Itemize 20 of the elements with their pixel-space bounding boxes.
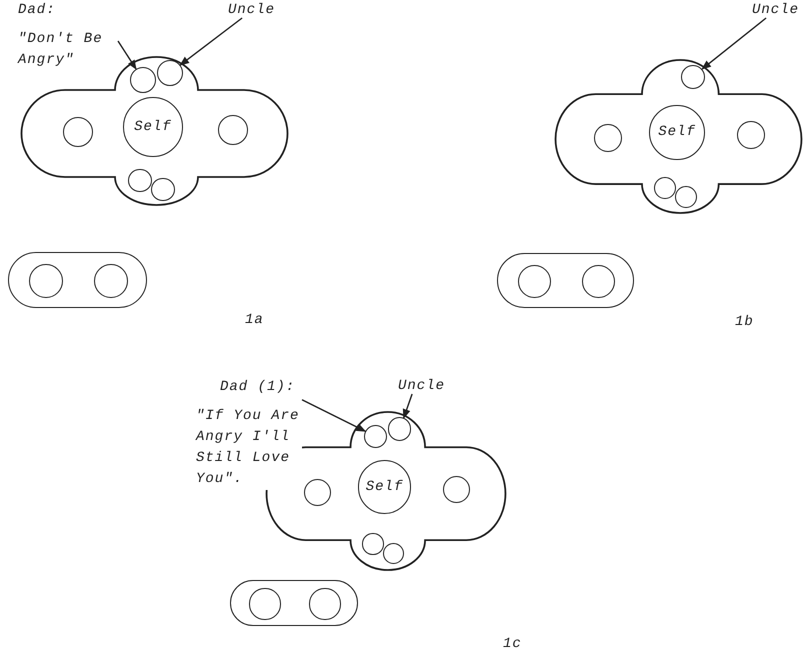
annotation-label: Uncle xyxy=(398,378,446,394)
leader-arrow xyxy=(179,17,243,66)
leader-arrow xyxy=(117,40,137,70)
leader-arrow xyxy=(302,399,366,432)
circle xyxy=(518,264,552,298)
leader-arrow xyxy=(701,17,767,70)
quote-text: "If You Are Angry I'll Still Love You". xyxy=(196,406,302,490)
panel-label: 1c xyxy=(503,636,522,652)
annotation-label: Uncle xyxy=(752,2,800,18)
panel-label: 1b xyxy=(735,314,754,330)
circle xyxy=(94,264,128,298)
circle xyxy=(249,588,281,620)
leader-arrow xyxy=(402,394,413,419)
circle xyxy=(29,264,63,298)
panel-label: 1a xyxy=(245,312,264,328)
capsule-shape xyxy=(230,580,358,626)
annotation-label: Uncle xyxy=(228,2,276,18)
circle xyxy=(309,588,341,620)
cross-shape xyxy=(556,60,801,213)
circle xyxy=(582,264,616,298)
